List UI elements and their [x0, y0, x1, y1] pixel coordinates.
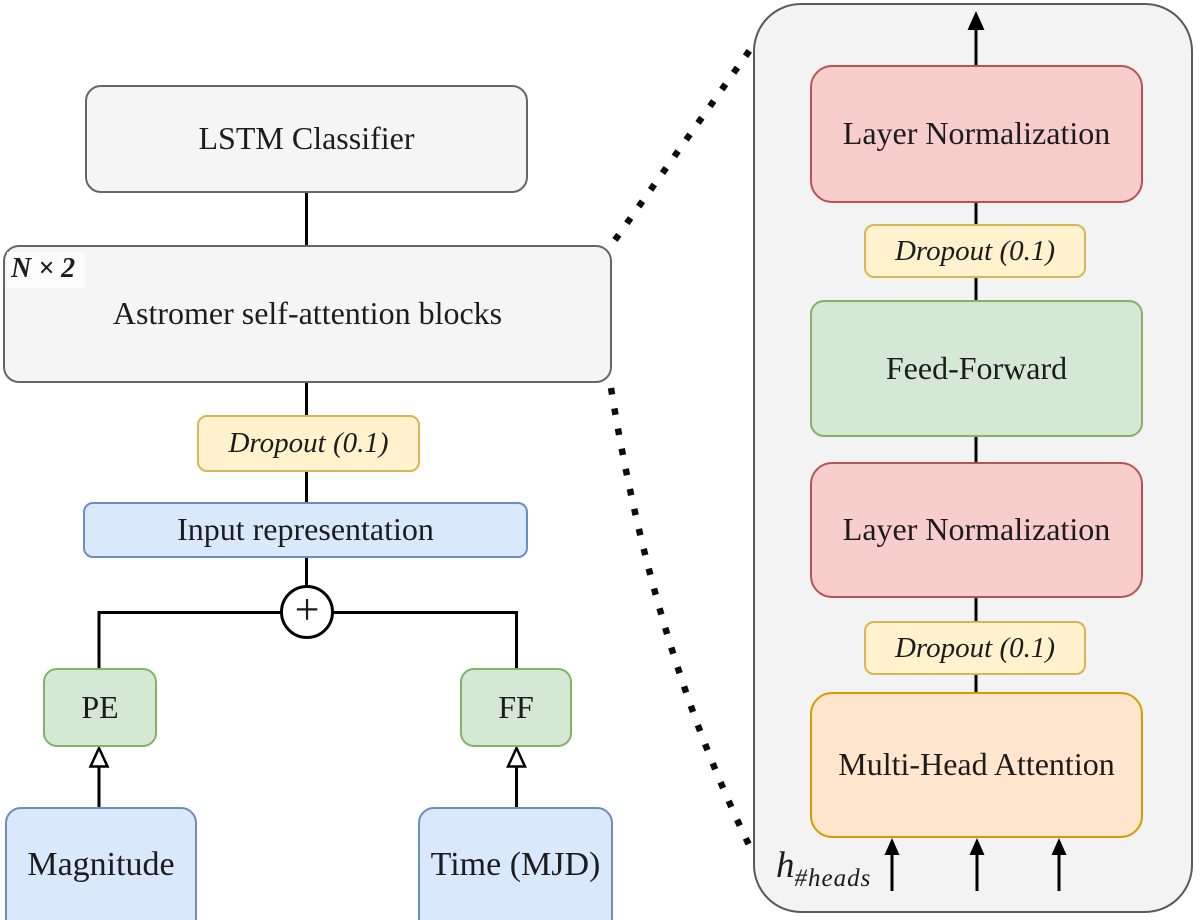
plus-icon: + — [294, 584, 320, 634]
dropout-label: Dropout (0.1) — [228, 427, 389, 460]
open-arrowhead-ff — [506, 745, 527, 768]
feed-forward-label: Feed-Forward — [885, 349, 1068, 386]
layer-norm-top-node: Layer Normalization — [810, 65, 1143, 203]
zoom-callout-top-dotted-line — [612, 45, 755, 242]
layer-norm-bottom-label: Layer Normalization — [842, 511, 1111, 548]
zoom-callout-bottom-dotted-line — [607, 387, 753, 849]
dropout-node-panel-bottom: Dropout (0.1) — [864, 621, 1086, 675]
pe-label: PE — [81, 688, 119, 725]
input-representation-label: Input representation — [177, 511, 434, 548]
heads-variable: h — [776, 845, 795, 886]
magnitude-label: Magnitude — [27, 846, 175, 883]
sum-operator-node: + — [280, 585, 334, 639]
repeat-count-label: N × 2 — [7, 252, 86, 288]
time-input-node: Time (MJD) — [418, 807, 613, 920]
multi-head-attention-node: Multi-Head Attention — [810, 692, 1143, 838]
positional-encoding-node: PE — [43, 668, 157, 747]
input-representation-node: Input representation — [83, 502, 528, 558]
layer-norm-top-label: Layer Normalization — [842, 115, 1111, 152]
dropout-node-left: Dropout (0.1) — [197, 415, 420, 472]
open-arrowhead-pe — [88, 745, 110, 768]
multi-head-attention-label: Multi-Head Attention — [838, 746, 1115, 783]
time-label: Time (MJD) — [430, 846, 601, 883]
magnitude-input-node: Magnitude — [5, 807, 197, 920]
heads-input-math-label: h#heads — [776, 844, 871, 892]
astromer-blocks-node: Astromer self-attention blocks — [3, 245, 612, 383]
ff-embedding-node: FF — [460, 668, 572, 747]
dropout-panel-top-label: Dropout (0.1) — [894, 234, 1056, 267]
astromer-blocks-label: Astromer self-attention blocks — [112, 295, 503, 332]
layer-norm-bottom-node: Layer Normalization — [810, 462, 1143, 598]
lstm-classifier-node: LSTM Classifier — [85, 85, 528, 193]
dropout-panel-bottom-label: Dropout (0.1) — [894, 631, 1056, 664]
ff-label: FF — [498, 688, 534, 725]
feed-forward-node: Feed-Forward — [810, 300, 1143, 437]
lstm-classifier-label: LSTM Classifier — [198, 120, 415, 157]
heads-subscript: #heads — [794, 865, 872, 892]
dropout-node-panel-top: Dropout (0.1) — [864, 224, 1086, 278]
